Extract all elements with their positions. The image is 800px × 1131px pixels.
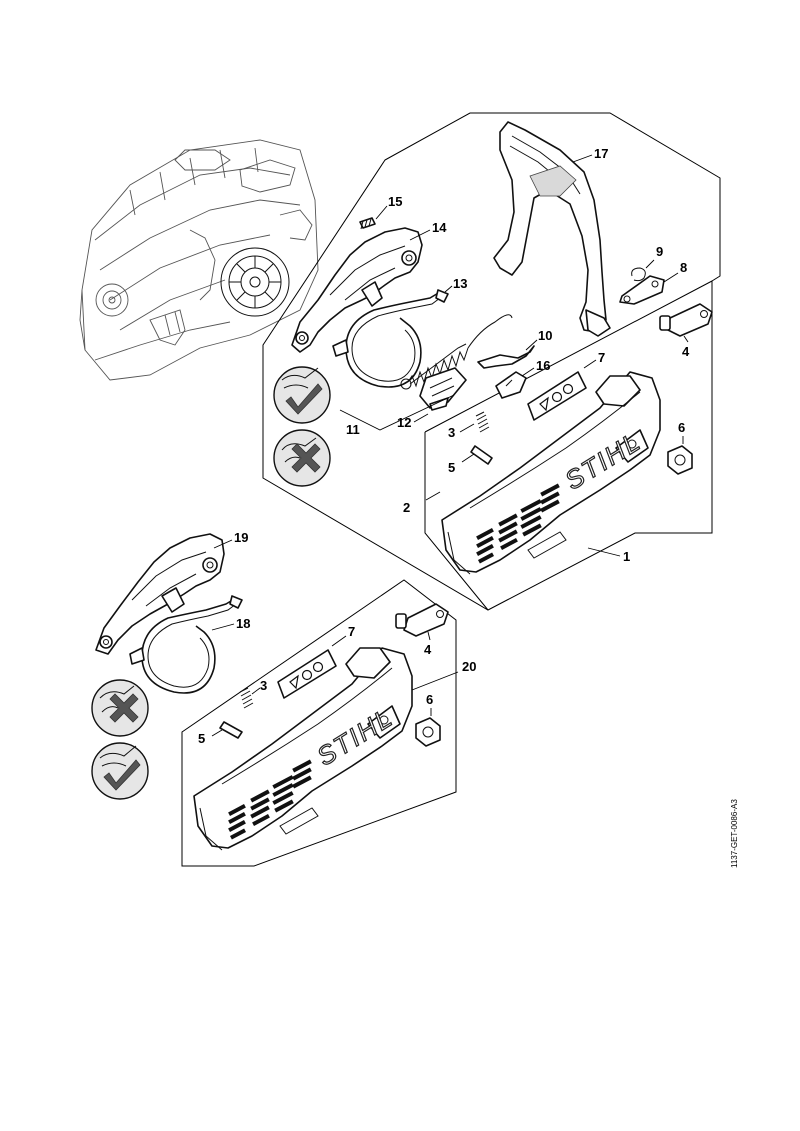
cross-icon [109, 693, 139, 723]
lower-assembly-frame [181, 579, 457, 867]
part-8-link: 8 [619, 260, 687, 305]
part-12-spring-housing [419, 367, 467, 411]
callout-6-upper: 6 [678, 420, 685, 435]
part-1-sprocket-cover-upper: STIHL 2 1 [403, 371, 661, 575]
part-5-pin-upper: 5 [448, 445, 493, 475]
callout-11: 11 [346, 422, 360, 437]
callout-20: 20 [462, 659, 476, 674]
callout-5-upper: 5 [448, 460, 455, 475]
callout-10: 10 [538, 328, 552, 343]
callout-7-upper: 7 [598, 350, 605, 365]
callout-7-lower: 7 [348, 624, 355, 639]
part-3-spring-lower: 3 [239, 678, 267, 709]
cross-icon [291, 443, 321, 473]
part-18-brake-band: 18 [129, 595, 250, 694]
part-20-sprocket-cover-lower: STIHL 20 [193, 647, 476, 851]
checkmark-icon [285, 383, 323, 415]
callout-12: 12 [397, 415, 411, 430]
callout-3-upper: 3 [448, 425, 455, 440]
callout-5-lower: 5 [198, 731, 205, 746]
part-15-screw: 15 [359, 194, 402, 230]
incorrect-installation-indicator-lower [91, 679, 149, 737]
part-4-tensioner-upper: 4 [659, 303, 713, 359]
cover-vents-lower [228, 759, 312, 840]
callout-19: 19 [234, 530, 248, 545]
callout-8: 8 [680, 260, 687, 275]
callout-2-upper: 2 [403, 500, 410, 515]
correct-installation-indicator [273, 366, 331, 424]
incorrect-installation-indicator [273, 429, 331, 487]
part-6-nut-lower: 6 [415, 692, 441, 747]
part-11-spring [400, 314, 513, 390]
part-14-brake-lever: 14 [291, 220, 447, 353]
part-9-clip: 9 [631, 244, 663, 282]
callout-14: 14 [432, 220, 447, 235]
cover-vents-upper [476, 483, 560, 564]
callout-6-lower: 6 [426, 692, 433, 707]
part-19-brake-lever: 19 [95, 530, 248, 655]
part-3-spring-upper: 3 [448, 411, 490, 440]
upper-assembly-frame [262, 112, 721, 611]
part-4-tensioner-lower: 4 [395, 603, 449, 657]
callout-16: 16 [536, 358, 550, 373]
part-6-nut-upper: 6 [667, 420, 693, 475]
part-10-leaf-spring: 10 [477, 328, 552, 369]
part-17-hand-guard: 17 [493, 121, 611, 337]
engine-assembly-illustration [79, 139, 319, 381]
part-7-decal-upper: 7 [527, 350, 605, 421]
callout-4-upper: 4 [682, 344, 690, 359]
part-16-slide: 16 [495, 358, 550, 399]
part-13-brake-band: 13 [332, 276, 467, 388]
callout-1: 1 [623, 549, 630, 564]
callout-13: 13 [453, 276, 467, 291]
callout-3-lower: 3 [260, 678, 267, 693]
part-5-pin-lower: 5 [198, 721, 243, 746]
checkmark-icon [103, 759, 141, 791]
callout-9: 9 [656, 244, 663, 259]
callout-18: 18 [236, 616, 250, 631]
drawing-code: 1137-GET-0086-A3 [730, 799, 739, 868]
part-7-decal-lower: 7 [277, 624, 355, 699]
callout-15: 15 [388, 194, 402, 209]
callout-17: 17 [594, 146, 608, 161]
callout-4-lower: 4 [424, 642, 432, 657]
sprocket-cover-subframe [424, 280, 713, 611]
correct-installation-indicator-lower [91, 742, 149, 800]
